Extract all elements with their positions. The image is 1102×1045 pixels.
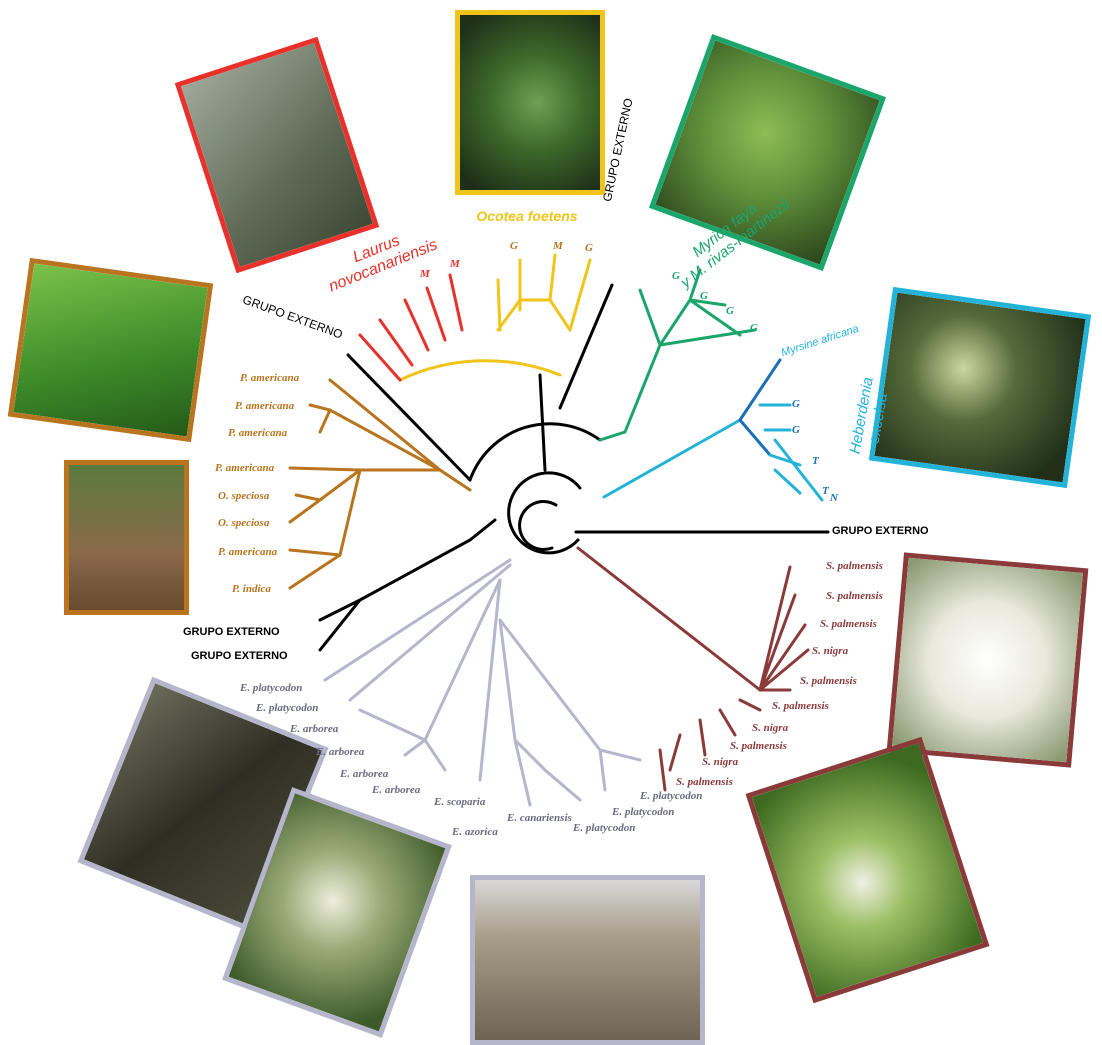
sambucus-leaf: S. palmensis <box>820 618 877 630</box>
ocotea-leaf: M <box>553 240 563 252</box>
outgroup-right-label: GRUPO EXTERNO <box>832 525 929 537</box>
outgroup-left-branch <box>348 355 470 480</box>
heberdenia-leaf: T <box>812 455 819 467</box>
inner-arc <box>520 502 556 550</box>
erica-leaf: E. platycodon <box>612 806 674 818</box>
persea-leaf: O. speciosa <box>218 490 269 502</box>
sambucus-leaf: S. palmensis <box>826 590 883 602</box>
erica-leaf: E. arborea <box>290 723 338 735</box>
photo-persea-bottom <box>64 460 189 615</box>
ocotea-b3 <box>550 255 555 300</box>
myrica-leaf: G <box>672 270 680 282</box>
myrica-stem <box>600 432 625 440</box>
erica-leaf: E. platycodon <box>240 682 302 694</box>
photo-heberdenia <box>869 287 1091 488</box>
erica-leaf: E. platycodon <box>573 822 635 834</box>
sambucus-leaf: S. nigra <box>812 645 848 657</box>
myrica-b <box>625 270 755 432</box>
root-arc <box>509 473 580 553</box>
erica-leaf: E. scoparia <box>434 796 485 808</box>
photo-sambucus-top <box>887 552 1089 767</box>
myrica-leaf: G <box>726 305 734 317</box>
laurus-leaf: M <box>420 268 430 280</box>
heberdenia-leaf: G <box>792 398 800 410</box>
erica-leaf: E. platycodon <box>640 790 702 802</box>
sambucus-leaf: S. palmensis <box>730 740 787 752</box>
erica-leaf: E. canariensis <box>507 812 572 824</box>
sambucus-leaf: S. palmensis <box>676 776 733 788</box>
mid-arc <box>470 424 600 480</box>
ocotea-leaf: G <box>585 242 593 254</box>
erica-leaf: E. arborea <box>340 768 388 780</box>
persea-leaf: P. americana <box>218 546 277 558</box>
sambucus-leaf: S. nigra <box>752 722 788 734</box>
heberdenia-leaf: G <box>792 424 800 436</box>
heberdenia-leaf: T <box>822 485 829 497</box>
erica-leaf: E. arborea <box>372 784 420 796</box>
outgroup-top-branch <box>560 285 612 408</box>
myrica-leaf: G <box>750 322 758 334</box>
ocotea-node <box>498 300 570 330</box>
outgroup-bottom-label-1: GRUPO EXTERNO <box>183 626 280 638</box>
photo-persea-top <box>8 258 213 442</box>
sambucus-leaf: S. palmensis <box>826 560 883 572</box>
persea-leaf: P. americana <box>240 372 299 384</box>
sambucus-leaf: S. palmensis <box>800 675 857 687</box>
sambucus-leaf: S. nigra <box>702 756 738 768</box>
photo-ocotea <box>455 10 605 195</box>
laurus-b2 <box>380 320 412 365</box>
erica-leaf: E. platycodon <box>256 702 318 714</box>
sambucus-stem <box>578 548 760 690</box>
ocotea-leaf: G <box>510 240 518 252</box>
persea-branches <box>290 380 470 588</box>
ocotea-b1 <box>498 280 500 330</box>
laurus-b3 <box>405 300 428 350</box>
outgroup-bottom-label-2: GRUPO EXTERNO <box>191 650 288 662</box>
photo-erica-bottom <box>470 875 705 1045</box>
persea-leaf: P. indica <box>232 583 271 595</box>
heberdenia-leaf: N <box>830 492 838 504</box>
erica-leaf: E. arborea <box>316 746 364 758</box>
laurus-b4 <box>427 288 445 340</box>
persea-leaf: O. speciosa <box>218 517 269 529</box>
ocotea-b4 <box>570 260 590 330</box>
sambucus-leaf: S. palmensis <box>772 700 829 712</box>
taxon-ocotea-label: Ocotea foetens <box>462 208 592 224</box>
persea-leaf: P. americana <box>215 462 274 474</box>
erica-leaf: E. azorica <box>452 826 498 838</box>
laurus-leaf: M <box>450 258 460 270</box>
persea-leaf: P. americana <box>228 427 287 439</box>
myrica-leaf: G <box>700 290 708 302</box>
persea-leaf: P. americana <box>235 400 294 412</box>
laurus-ocotea-arc <box>400 361 560 380</box>
laurus-b5 <box>450 275 462 330</box>
